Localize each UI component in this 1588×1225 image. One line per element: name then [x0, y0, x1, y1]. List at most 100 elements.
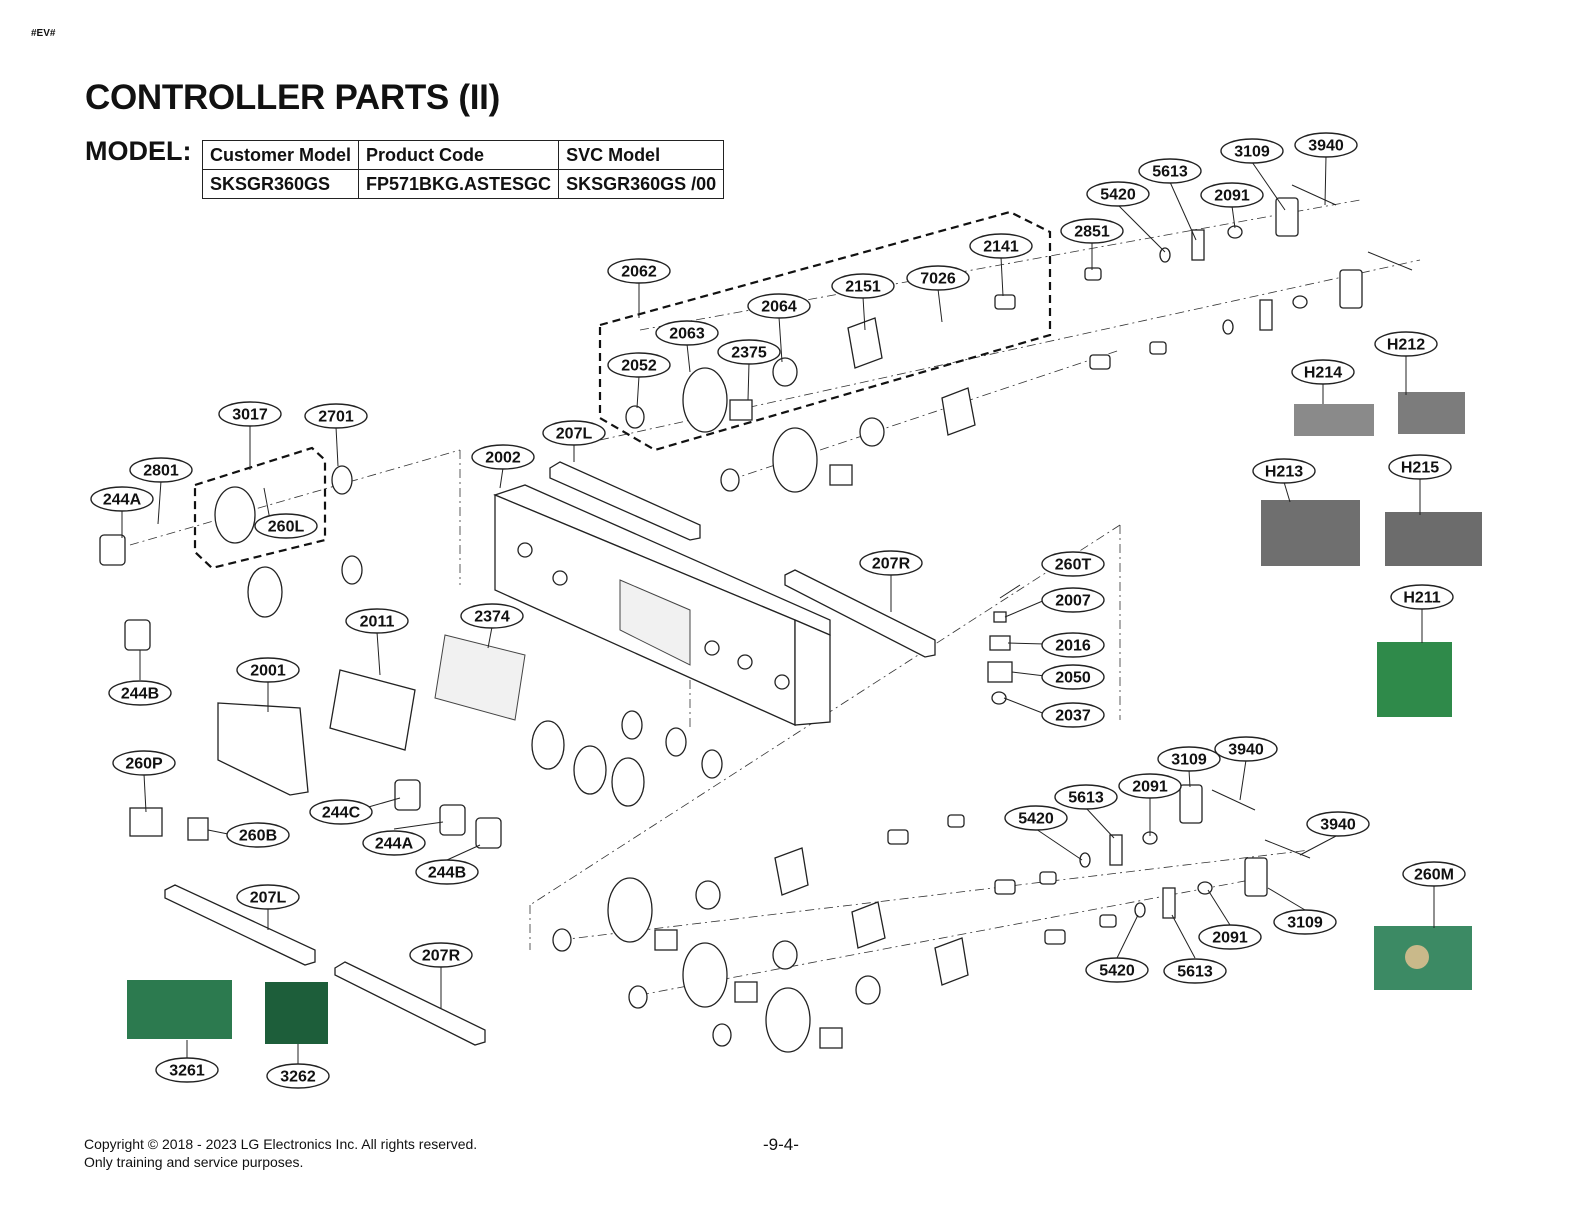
callout-label: 260M [1414, 867, 1454, 884]
callout-label: 2002 [485, 450, 521, 467]
callout-label: 5420 [1018, 811, 1054, 828]
callout-bubble [218, 401, 282, 427]
callout-2037: 2037 [1041, 702, 1105, 728]
callout-3261: 3261 [155, 1057, 219, 1083]
callout-bubble [129, 457, 193, 483]
callout-bubble [254, 513, 318, 539]
callout-bubble [236, 884, 300, 910]
callout-2701: 2701 [304, 403, 368, 429]
callout-2375: 2375 [717, 339, 781, 365]
control-shaft-group-outline [598, 210, 1052, 452]
copyright-line: Copyright © 2018 - 2023 LG Electronics I… [84, 1136, 478, 1152]
callout-5613: 5613 [1138, 158, 1202, 184]
callout-2011: 2011 [345, 608, 409, 634]
callout-260m: 260M [1402, 861, 1466, 887]
callout-label: 2801 [143, 463, 179, 480]
control-panel [493, 484, 831, 727]
callout-3109: 3109 [1157, 746, 1221, 772]
callout-bubble [155, 1057, 219, 1083]
purpose-line: Only training and service purposes. [84, 1154, 304, 1170]
callout-label: H214 [1304, 365, 1342, 382]
callout-2007: 2007 [1041, 587, 1105, 613]
callout-260t: 260T [1041, 551, 1105, 577]
callout-bubble [906, 265, 970, 291]
cell-product-code: FP571BKG.ASTESGC [358, 169, 560, 199]
callout-2801: 2801 [129, 457, 193, 483]
callout-h212: H212 [1374, 331, 1438, 357]
callout-label: 5613 [1177, 964, 1213, 981]
callout-label: 244B [121, 686, 159, 703]
callout-bubble [1157, 746, 1221, 772]
document-tag: #EV# [31, 28, 56, 39]
callout-label: 5613 [1068, 790, 1104, 807]
callout-label: 260B [239, 828, 277, 845]
callout-bubble [831, 273, 895, 299]
leader-lines [121, 155, 1435, 1064]
model-table-header-row: Customer Model Product Code SVC Model [201, 140, 725, 170]
callout-bubble [471, 444, 535, 470]
callout-207l: 207L [542, 420, 606, 446]
header-product-code: Product Code [358, 140, 560, 170]
callout-bubble [1306, 811, 1370, 837]
callout-label: 2037 [1055, 708, 1091, 725]
model-label: MODEL: [85, 136, 192, 166]
callout-3940: 3940 [1306, 811, 1370, 837]
callout-3262: 3262 [266, 1063, 330, 1089]
callout-bubble [969, 233, 1033, 259]
callout-3940: 3940 [1214, 736, 1278, 762]
callout-label: 2016 [1055, 638, 1091, 655]
callout-label: 2091 [1132, 779, 1168, 796]
cell-svc-model: SKSGR360GS /00 [558, 169, 725, 199]
callout-h213: H213 [1252, 458, 1316, 484]
callout-bubble [1390, 584, 1454, 610]
callout-2151: 2151 [831, 273, 895, 299]
callout-bubble [1252, 458, 1316, 484]
callout-h215: H215 [1388, 454, 1452, 480]
small-parts [99, 184, 1413, 1053]
callout-3109: 3109 [1220, 138, 1284, 164]
callout-244a: 244A [362, 830, 426, 856]
callout-2016: 2016 [1041, 632, 1105, 658]
callout-bubble [542, 420, 606, 446]
callout-bubble [1291, 359, 1355, 385]
callout-bubble [1388, 454, 1452, 480]
callout-5420: 5420 [1086, 181, 1150, 207]
callout-label: 2007 [1055, 593, 1091, 610]
callout-label: 2151 [845, 279, 881, 296]
callout-bubble [90, 486, 154, 512]
callout-label: 244C [322, 805, 361, 822]
callout-bubble [1200, 182, 1264, 208]
callout-bubble [1060, 218, 1124, 244]
model-table-row: SKSGR360GS FP571BKG.ASTESGC SKSGR360GS /… [201, 169, 725, 199]
header-customer-model: Customer Model [201, 140, 360, 170]
callout-3940: 3940 [1294, 132, 1358, 158]
callout-label: 5613 [1152, 164, 1188, 181]
callout-2050: 2050 [1041, 664, 1105, 690]
callout-label: H213 [1265, 464, 1303, 481]
callout-label: 3109 [1287, 915, 1323, 932]
callout-bubble [1085, 957, 1149, 983]
knob-group-outline [193, 446, 327, 570]
callout-label: 2091 [1212, 930, 1248, 947]
callout-bubble [1041, 587, 1105, 613]
callout-bubble [1004, 805, 1068, 831]
callout-label: 2851 [1074, 224, 1110, 241]
callout-label: 2375 [731, 345, 767, 362]
callout-label: H215 [1401, 460, 1439, 477]
callout-label: 207L [250, 890, 287, 907]
callout-label: 2141 [983, 239, 1019, 256]
callout-label: 2374 [474, 609, 510, 626]
callout-2064: 2064 [747, 293, 811, 319]
callout-label: 2701 [318, 409, 354, 426]
callout-bubble [1138, 158, 1202, 184]
callout-label: 3261 [169, 1063, 205, 1080]
callout-label: H211 [1403, 590, 1440, 607]
callout-bubble [1041, 551, 1105, 577]
callout-244b: 244B [415, 859, 479, 885]
callout-label: 2052 [621, 358, 657, 375]
callout-bubble [362, 830, 426, 856]
callout-bubble [409, 942, 473, 968]
page-number: -9-4- [763, 1135, 799, 1154]
callout-label: 3109 [1171, 752, 1207, 769]
callout-5420: 5420 [1004, 805, 1068, 831]
